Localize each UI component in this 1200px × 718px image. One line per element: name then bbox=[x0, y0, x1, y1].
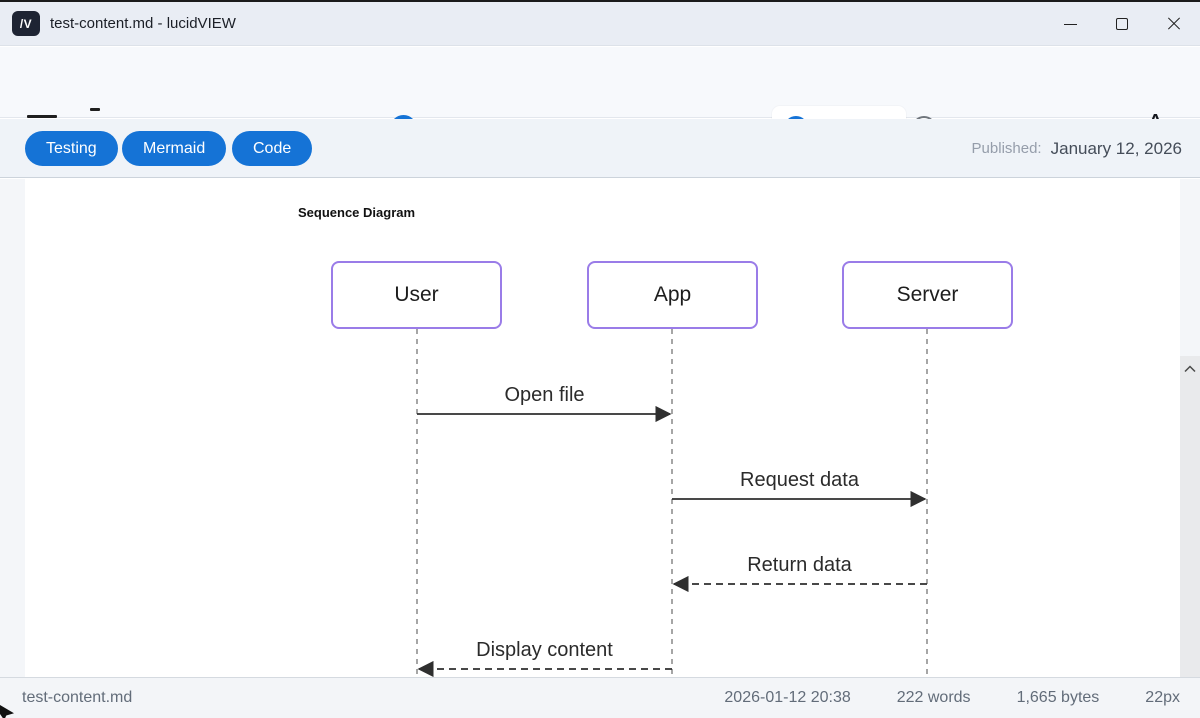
hamburger-icon bbox=[27, 115, 57, 118]
chevron-up-icon bbox=[1184, 364, 1196, 372]
status-byte-count: 1,665 bytes bbox=[1016, 689, 1100, 706]
title-bar: /V test-content.md - lucidVIEW bbox=[0, 2, 1200, 46]
published-date: January 12, 2026 bbox=[1050, 138, 1182, 158]
maximize-icon bbox=[1116, 18, 1128, 30]
maximize-button[interactable] bbox=[1096, 2, 1148, 46]
tag-testing[interactable]: Testing bbox=[25, 131, 118, 166]
published-info: Published: January 12, 2026 bbox=[972, 119, 1182, 178]
window-controls bbox=[1044, 2, 1200, 46]
tag-mermaid[interactable]: Mermaid bbox=[122, 131, 227, 166]
message-label: Return data bbox=[747, 554, 852, 576]
status-word-count: 222 words bbox=[896, 689, 971, 706]
status-filename: test-content.md bbox=[22, 689, 133, 706]
message-label: Display content bbox=[476, 639, 613, 661]
status-datetime: 2026-01-12 20:38 bbox=[724, 689, 851, 706]
published-label: Published: bbox=[971, 140, 1042, 157]
app-logo-icon: /V bbox=[12, 11, 40, 36]
tag-code[interactable]: Code bbox=[232, 131, 313, 166]
status-details: 2026-01-12 20:38 222 words 1,665 bytes 2… bbox=[724, 689, 1180, 707]
toolbar: 70% 1:1 Preview Raw A A bbox=[0, 47, 1200, 150]
actor-user: User bbox=[331, 261, 502, 329]
outline-icon bbox=[90, 108, 100, 111]
message-label: Open file bbox=[504, 384, 584, 406]
close-icon bbox=[1167, 17, 1181, 31]
tag-bar: Testing Mermaid Code Published: January … bbox=[0, 119, 1200, 178]
scroll-up-button[interactable] bbox=[1180, 359, 1200, 378]
minimize-icon bbox=[1063, 23, 1077, 25]
vertical-scrollbar[interactable] bbox=[1180, 356, 1200, 718]
diagram-heading: Sequence Diagram bbox=[298, 205, 416, 220]
actor-server: Server bbox=[842, 261, 1013, 329]
window-title: test-content.md - lucidVIEW bbox=[50, 15, 236, 32]
actor-app: App bbox=[587, 261, 758, 329]
minimize-button[interactable] bbox=[1044, 2, 1096, 46]
close-button[interactable] bbox=[1148, 2, 1200, 46]
status-bar: test-content.md 2026-01-12 20:38 222 wor… bbox=[0, 677, 1200, 718]
status-font-size: 22px bbox=[1145, 689, 1180, 706]
message-label: Request data bbox=[740, 469, 860, 491]
